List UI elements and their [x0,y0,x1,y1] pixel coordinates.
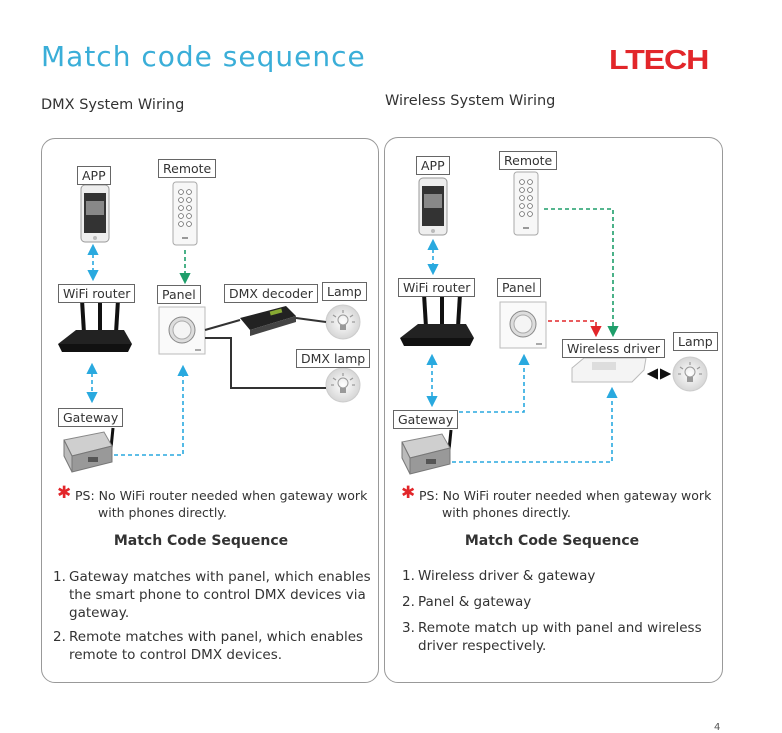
dmx-phone-icon [80,184,110,243]
dmx-sequence-title: Match Code Sequence [113,533,289,549]
wireless-driver-icon [571,357,647,383]
dmx-ps-line1: PS: No WiFi router needed when gateway w… [75,488,368,503]
dmx-label-lamp: Lamp [322,282,367,301]
dmx-label-remote: Remote [158,159,217,178]
wireless-ps-line2: with phones directly. [442,505,571,520]
dmx-panel-device-icon [158,306,206,355]
wireless-router-icon [400,292,474,346]
wireless-phone-icon [418,177,448,236]
list-item: 1. Wireless driver & gateway [402,568,596,584]
wireless-ps-note: ✱ PS: No WiFi router needed when gateway… [401,485,714,521]
asterisk-icon: ✱ [57,483,72,503]
list-item: 3. Remote match up with panel and wirele… [402,620,702,654]
dmx-ps-note: ✱ PS: No WiFi router needed when gateway… [57,485,370,521]
list-item: 2. Remote matches with panel, which enab… [53,629,364,663]
wireless-label-lamp: Lamp [673,332,718,351]
dmx-connections [86,243,327,456]
page-number: 4 [714,722,721,733]
dmx-ps-line2: with phones directly. [98,505,227,520]
wireless-gateway-icon [401,429,453,475]
dmx-lamp-icon [325,304,361,340]
dmx-decoder-icon [240,306,296,336]
wireless-connections [426,208,672,463]
wireless-ps-line1: PS: No WiFi router needed when gateway w… [419,488,712,503]
dmx-gateway-icon [63,427,115,473]
wireless-section-heading: Wireless System Wiring [385,93,556,109]
wireless-remote-icon [513,171,539,236]
brand-logo: LTECH [609,44,709,75]
dmx-label-wifi-router: WiFi router [58,284,136,303]
wireless-steps-list: 1. Wireless driver & gateway 2. Panel & … [402,567,712,661]
list-item: 2. Panel & gateway [402,594,532,610]
page-title: Match code sequence [41,40,366,73]
wireless-label-gateway: Gateway [393,410,459,429]
wireless-sequence-title: Match Code Sequence [464,533,640,549]
dmx-label-dmx-lamp: DMX lamp [296,349,371,368]
dmx-remote-icon [172,181,198,246]
list-item: 1. Gateway matches with panel, which ena… [53,569,371,621]
wireless-panel-device-icon [499,301,547,349]
dmx-label-dmx-decoder: DMX decoder [224,284,318,303]
wireless-label-remote: Remote [499,151,558,170]
wireless-label-wireless-driver: Wireless driver [562,339,666,358]
dmx-steps-list: 1. Gateway matches with panel, which ena… [53,568,373,670]
dmx-label-gateway: Gateway [58,408,124,427]
dmx-label-panel: Panel [157,285,201,304]
dmx-label-app: APP [77,166,111,185]
wireless-label-wifi-router: WiFi router [398,278,476,297]
wireless-label-app: APP [416,156,450,175]
wireless-label-panel: Panel [497,278,541,297]
dmx-section-heading: DMX System Wiring [41,97,185,113]
dmx-router-icon [58,298,132,352]
wireless-lamp-icon [672,356,708,392]
asterisk-icon: ✱ [401,483,416,503]
dmx-lamp-2-icon [325,367,361,403]
